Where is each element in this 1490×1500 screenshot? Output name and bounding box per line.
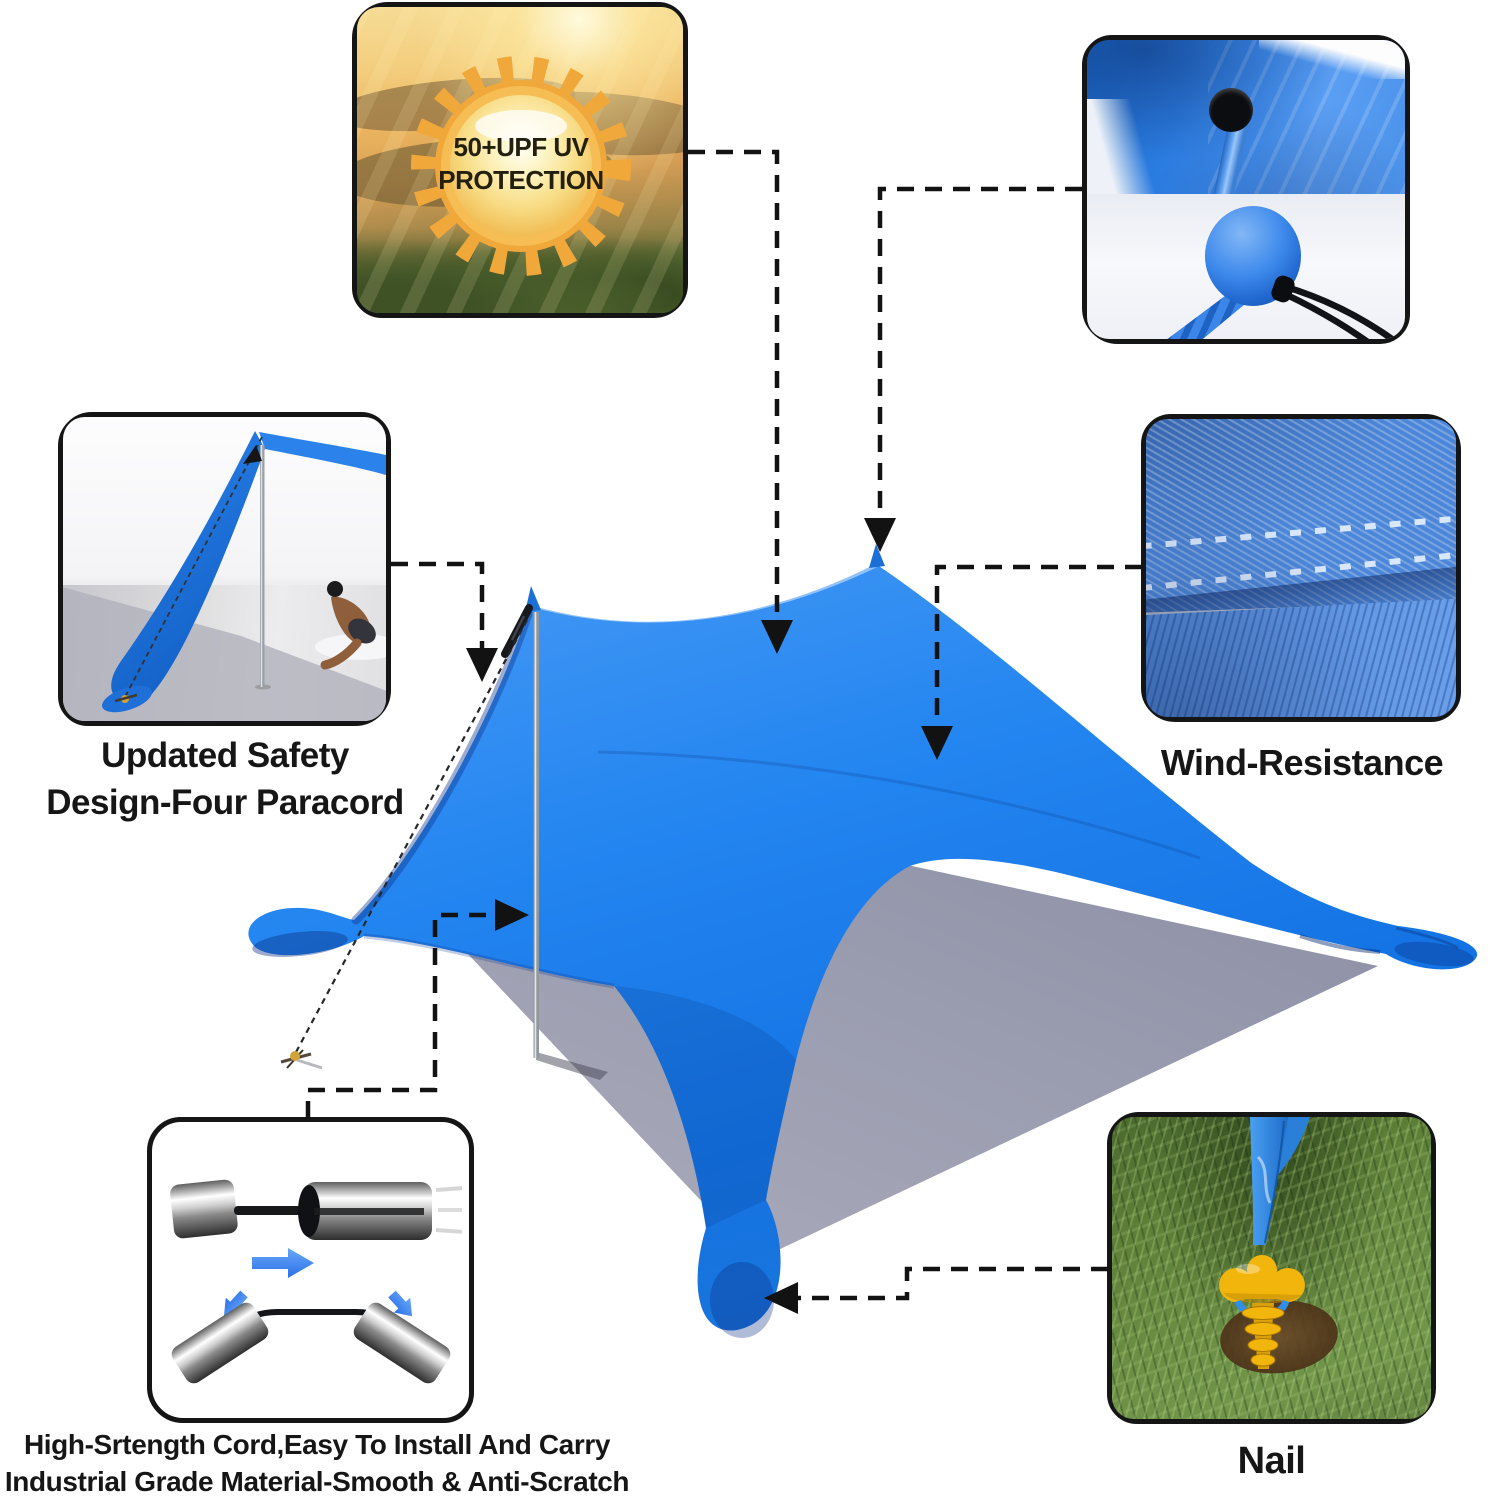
left-arrow-icon — [764, 1282, 798, 1314]
background-wedge — [1258, 40, 1405, 79]
uv-badge-line1: 50+UPF UV — [453, 132, 589, 162]
connector-wind-line — [934, 564, 1142, 728]
blue-arrow-down-left-icon — [223, 1290, 248, 1317]
shock-cord-rod — [234, 1206, 310, 1215]
feature-card-pole-grommet — [1082, 35, 1410, 344]
grommet-hole-icon — [1209, 88, 1253, 132]
mini-paracord — [124, 436, 263, 698]
stake-photo — [1112, 1117, 1431, 1419]
sun-badge-icon — [411, 56, 631, 276]
feature-card-install — [147, 1117, 474, 1423]
tent-edge — [111, 431, 265, 703]
feature-card-wind-resistance — [1141, 414, 1461, 722]
vignette — [1146, 419, 1456, 717]
caption-install-line2: Industrial Grade Material-Smooth & Anti-… — [4, 1466, 630, 1497]
down-arrow-icon — [864, 518, 896, 552]
caption-install: High-Srtength Cord,Easy To Install And C… — [1, 1426, 633, 1500]
front-foot-pocket — [710, 1262, 774, 1338]
caption-paracord-line1: Updated Safety — [101, 736, 349, 775]
connector-arrowheads — [466, 518, 953, 1314]
down-arrow-icon — [761, 620, 793, 654]
connector-paracord-line — [391, 561, 485, 650]
connector-uv-line — [688, 149, 780, 622]
ground-stake — [290, 1051, 300, 1061]
paracord-photo — [63, 417, 386, 721]
blue-arrow-down-right-icon — [388, 1290, 413, 1317]
left-foot-pocket — [252, 931, 348, 957]
blue-strap — [1250, 1117, 1288, 1245]
caption-paracord: Updated Safety Design-Four Paracord — [23, 732, 427, 826]
feature-card-paracord — [58, 412, 391, 726]
feature-card-uv-protection: 50+UPF UV PROTECTION — [352, 2, 688, 318]
mini-arrow-icon — [243, 445, 262, 464]
uv-badge-line2: PROTECTION — [438, 165, 604, 195]
caption-paracord-line2: Design-Four Paracord — [46, 783, 404, 822]
pole-photo — [1087, 40, 1405, 339]
uv-badge-text: 50+UPF UV PROTECTION — [381, 131, 661, 197]
right-arrow-icon — [495, 899, 529, 931]
right-peak-cap — [869, 544, 885, 568]
pole-segment-right — [298, 1182, 463, 1240]
uv-photo: 50+UPF UV PROTECTION — [357, 7, 683, 313]
connector-grommet-line — [877, 186, 1082, 520]
blue-arrow-right-icon — [252, 1248, 314, 1278]
support-pole — [501, 604, 608, 1080]
bungee-cords — [1271, 275, 1398, 339]
tent-canopy — [248, 544, 1478, 1338]
pole-assembly-drawing — [170, 1179, 463, 1384]
stake-drawing — [1219, 1117, 1310, 1369]
mini-tent-drawing — [102, 431, 386, 713]
feature-card-nail — [1107, 1112, 1436, 1424]
caption-install-line1: High-Srtength Cord,Easy To Install And C… — [23, 1429, 610, 1460]
pole-segment-left — [170, 1179, 238, 1239]
connector-install-line — [305, 912, 497, 1118]
mini-pole — [260, 445, 265, 687]
caption-wind-resistance: Wind-Resistance — [1160, 742, 1444, 783]
caption-nail: Nail — [1237, 1440, 1306, 1482]
background-wedge — [1087, 98, 1157, 194]
grommet-photo-half — [1087, 40, 1405, 194]
wrapped-pocket-photo-half — [1087, 194, 1405, 339]
fabric-closeup-photo — [1146, 419, 1456, 717]
down-arrow-icon — [466, 648, 498, 682]
pole-segment-bottom-right — [353, 1302, 451, 1384]
right-foot-pocket — [1394, 941, 1474, 967]
connector-nail-line — [796, 1266, 1108, 1301]
dashed-connectors — [305, 149, 1142, 1301]
pole-assembly-diagram — [152, 1122, 469, 1418]
paracord-guy-line — [280, 619, 528, 1070]
strap-tail — [1278, 1117, 1310, 1175]
yellow-stake — [1219, 1255, 1305, 1369]
pole-segment-bottom-left — [171, 1302, 269, 1384]
down-arrow-icon — [921, 726, 953, 760]
